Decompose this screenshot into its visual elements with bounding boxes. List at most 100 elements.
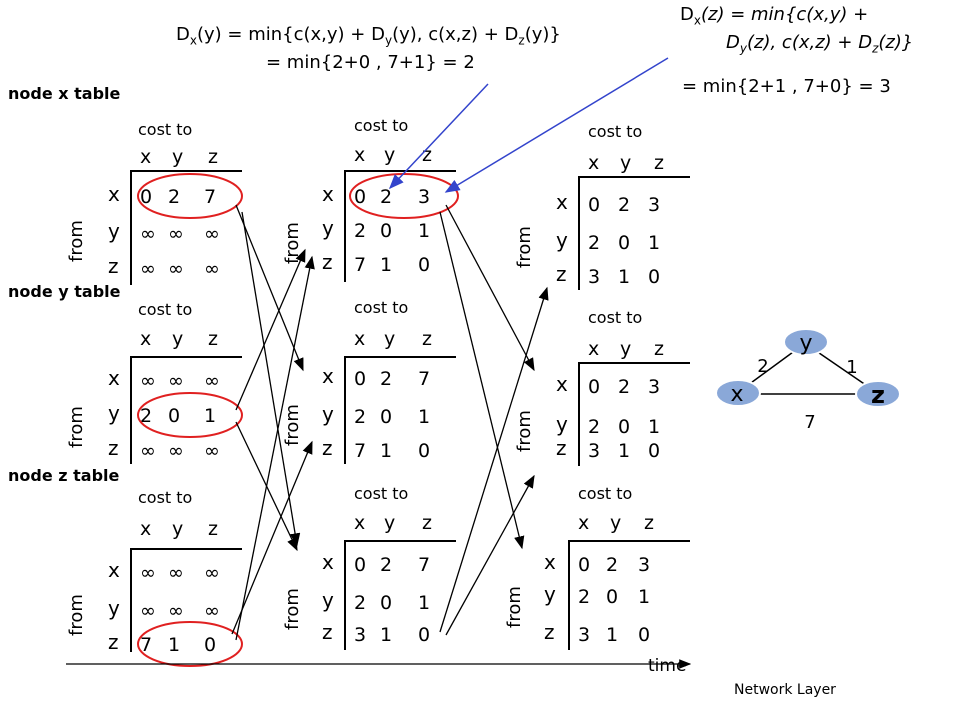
cost-to-label: cost to bbox=[588, 122, 643, 141]
row-label: x bbox=[108, 182, 120, 206]
column-header: z bbox=[422, 328, 432, 350]
row-label: z bbox=[556, 262, 567, 286]
graph-edge-xy-label: 2 bbox=[757, 356, 768, 377]
row-label: y bbox=[108, 596, 120, 620]
table-cell: 1 bbox=[648, 416, 661, 438]
cost-to-label: cost to bbox=[354, 298, 409, 317]
column-header: x bbox=[354, 144, 366, 166]
table-cell: 0 bbox=[588, 194, 601, 216]
formula-dxy-line1: Dx(y) = min{c(x,y) + Dy(y), c(x,z) + Dz(… bbox=[176, 24, 561, 48]
table-row-rule bbox=[578, 362, 580, 466]
row-label: y bbox=[544, 582, 556, 606]
formula-dxz-line1: Dx(z) = min{c(x,y) + bbox=[680, 4, 869, 28]
table-cell: ∞ bbox=[140, 370, 156, 392]
column-header: z bbox=[654, 338, 664, 360]
table-cell: 0 bbox=[578, 554, 591, 576]
row-label: z bbox=[108, 436, 119, 460]
table-header-rule bbox=[130, 548, 242, 550]
table-cell: 2 bbox=[380, 554, 393, 576]
table-cell: 1 bbox=[380, 440, 393, 462]
section-node-z: node z table bbox=[8, 466, 120, 485]
table-cell: 0 bbox=[140, 186, 153, 208]
table-cell: 0 bbox=[354, 368, 367, 390]
column-header: x bbox=[140, 146, 152, 168]
annotation-arrow-z bbox=[444, 57, 669, 193]
column-header: y bbox=[620, 152, 632, 174]
formula-dxz-line3: = min{2+1 , 7+0} = 3 bbox=[682, 76, 891, 97]
table-cell: ∞ bbox=[168, 223, 184, 245]
graph-node-y-label: y bbox=[799, 331, 812, 356]
column-header: z bbox=[208, 146, 218, 168]
row-label: x bbox=[544, 550, 556, 574]
graph-node-y bbox=[783, 328, 829, 356]
table-cell: 3 bbox=[638, 554, 651, 576]
table-cell: 0 bbox=[418, 254, 431, 276]
row-label: x bbox=[108, 558, 120, 582]
column-header: z bbox=[422, 144, 432, 166]
table-cell: 2 bbox=[588, 232, 601, 254]
table-cell: ∞ bbox=[168, 258, 184, 280]
msg-arrow bbox=[445, 474, 535, 636]
column-header: z bbox=[422, 512, 432, 534]
msg-arrow bbox=[241, 211, 301, 547]
msg-arrow bbox=[235, 248, 306, 411]
msg-arrow bbox=[439, 286, 549, 633]
table-cell: 1 bbox=[638, 586, 651, 608]
table-header-rule bbox=[344, 356, 456, 358]
table-header-rule bbox=[568, 540, 690, 542]
table-cell: 3 bbox=[354, 624, 367, 646]
table-cell: 2 bbox=[354, 592, 367, 614]
table-cell: ∞ bbox=[204, 440, 220, 462]
table-cell: ∞ bbox=[140, 258, 156, 280]
msg-arrow bbox=[231, 440, 313, 635]
column-header: x bbox=[140, 518, 152, 540]
row-label: y bbox=[108, 401, 120, 425]
table-cell: 7 bbox=[204, 186, 217, 208]
row-label: z bbox=[322, 250, 333, 274]
graph-edge-xz-label: 7 bbox=[804, 412, 815, 433]
row-label: z bbox=[322, 436, 333, 460]
column-header: y bbox=[384, 144, 396, 166]
row-label: y bbox=[108, 219, 120, 243]
graph-node-z bbox=[855, 380, 901, 408]
row-label: x bbox=[322, 182, 334, 206]
table-cell: 0 bbox=[618, 416, 631, 438]
table-cell: 0 bbox=[588, 376, 601, 398]
table-cell: 7 bbox=[418, 554, 431, 576]
graph-node-z-label: z bbox=[871, 381, 885, 409]
column-header: y bbox=[384, 328, 396, 350]
table-cell: ∞ bbox=[204, 562, 220, 584]
table-header-rule bbox=[578, 362, 690, 364]
column-header: y bbox=[610, 512, 622, 534]
annotation-arrow-y bbox=[388, 83, 489, 190]
table-cell: 0 bbox=[380, 406, 393, 428]
cost-to-label: cost to bbox=[354, 116, 409, 135]
row-label: x bbox=[556, 372, 568, 396]
table-cell: ∞ bbox=[168, 562, 184, 584]
column-header: x bbox=[354, 512, 366, 534]
table-cell: 2 bbox=[606, 554, 619, 576]
table-cell: 7 bbox=[140, 634, 153, 656]
msg-arrow bbox=[439, 211, 525, 550]
table-cell: 2 bbox=[354, 406, 367, 428]
table-cell: 2 bbox=[354, 220, 367, 242]
table-cell: ∞ bbox=[204, 370, 220, 392]
row-label: y bbox=[322, 588, 334, 612]
table-cell: 0 bbox=[418, 440, 431, 462]
column-header: z bbox=[654, 152, 664, 174]
graph-edge-yz-label: 1 bbox=[846, 357, 857, 378]
table-cell: 2 bbox=[380, 368, 393, 390]
table-cell: 1 bbox=[418, 220, 431, 242]
section-node-y: node y table bbox=[8, 282, 121, 301]
row-label: x bbox=[556, 190, 568, 214]
graph-node-x-label: x bbox=[730, 382, 743, 407]
table-cell: 2 bbox=[578, 586, 591, 608]
table-cell: 1 bbox=[380, 254, 393, 276]
row-label: z bbox=[108, 254, 119, 278]
cost-to-label: cost to bbox=[578, 484, 633, 503]
highlight-ellipse-y1 bbox=[137, 392, 243, 438]
table-row-rule bbox=[130, 548, 132, 652]
table-cell: 2 bbox=[618, 376, 631, 398]
table-cell: 0 bbox=[380, 220, 393, 242]
table-cell: ∞ bbox=[168, 600, 184, 622]
